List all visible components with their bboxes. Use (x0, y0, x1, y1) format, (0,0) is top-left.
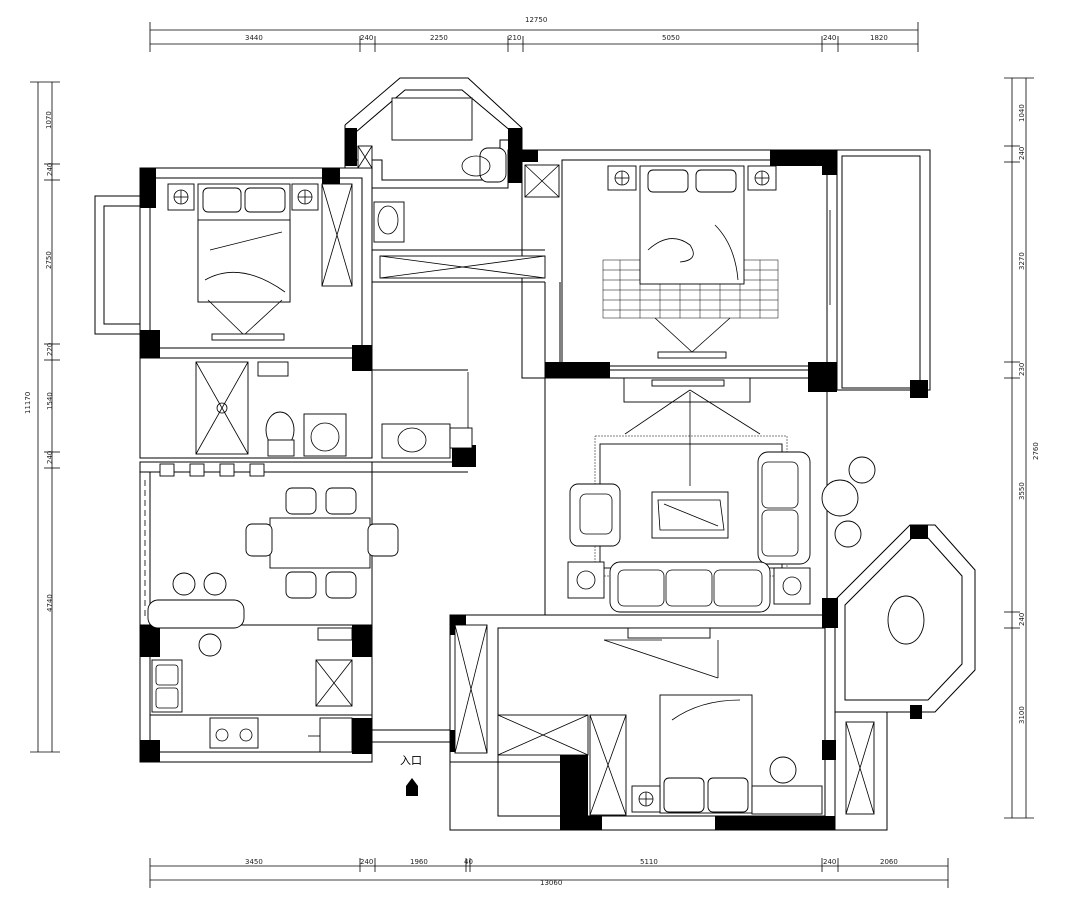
bar-counter (147, 599, 245, 629)
sofa (609, 561, 771, 613)
right-seg-6: 240 (1018, 613, 1026, 626)
bottom-total-dim: 13060 (540, 879, 562, 887)
chair (245, 523, 273, 557)
bay-area (887, 595, 925, 645)
bottom-seg-3: 1960 (410, 858, 428, 866)
bottom-seg-6: 240 (823, 858, 836, 866)
dining-table (269, 517, 371, 569)
bottom-bedroom (454, 624, 875, 816)
right-seg-1: 1040 (1018, 104, 1026, 122)
chair (285, 571, 317, 599)
master-bedroom (602, 165, 831, 359)
bottom-seg-7: 2060 (880, 858, 898, 866)
top-dimension-lines: 12750 3440 240 2250 210 5050 240 1820 (149, 16, 919, 52)
washing-machine-icon (303, 413, 347, 457)
chair (834, 520, 862, 548)
top-seg-1: 3440 (245, 34, 263, 42)
bottom-dimension-lines: 3450 240 1960 40 5110 240 2060 13060 (149, 858, 949, 888)
tv-icon (211, 333, 285, 341)
left-seg-6: 240 (46, 451, 54, 464)
kitchen (151, 627, 353, 753)
entrance-label: 入口 (400, 754, 422, 767)
wall-columns (140, 128, 928, 830)
bathtub (391, 97, 473, 141)
bottom-seg-1: 3450 (245, 858, 263, 866)
toilet-icon (479, 147, 507, 183)
right-seg-3: 3270 (1018, 252, 1026, 270)
entrance-arrow-icon (406, 778, 418, 796)
top-seg-4: 210 (508, 34, 521, 42)
left-seg-3: 2750 (45, 251, 53, 269)
top-bathroom (357, 97, 560, 279)
bottom-seg-4: 40 (464, 858, 473, 866)
left-seg-7: 4740 (46, 594, 54, 612)
left-seg-4: 220 (46, 343, 54, 356)
left-total-dim: 11170 (24, 392, 32, 414)
round-table (821, 479, 859, 517)
right-total-dim: 2760 (1032, 442, 1040, 460)
bay-table (887, 595, 925, 645)
left-seg-2: 240 (46, 163, 54, 176)
dining-area (144, 463, 399, 657)
top-total-dim: 12750 (525, 16, 547, 24)
chair (848, 456, 876, 484)
chair (285, 487, 317, 515)
top-seg-6: 240 (823, 34, 836, 42)
left-seg-1: 1070 (45, 111, 53, 129)
right-seg-4: 230 (1018, 363, 1026, 376)
armchair (569, 483, 621, 547)
tv-icon (651, 379, 725, 387)
chair (769, 756, 797, 784)
chair (325, 571, 357, 599)
stool (172, 572, 196, 596)
right-seg-7: 3100 (1018, 706, 1026, 724)
kitchen-sink-icon (151, 659, 183, 713)
right-seg-5: 3550 (1018, 482, 1026, 500)
top-seg-7: 1820 (870, 34, 888, 42)
nightstand-icon (631, 785, 661, 813)
bottom-seg-2: 240 (360, 858, 373, 866)
right-seg-2: 240 (1018, 147, 1026, 160)
top-seg-2: 240 (360, 34, 373, 42)
chair (367, 523, 399, 557)
bottom-seg-5: 5110 (640, 858, 658, 866)
middle-bathroom (195, 361, 473, 459)
right-dimension-lines: 2760 1040 240 3270 230 3550 240 3100 (1004, 77, 1040, 819)
sink-icon (381, 423, 451, 459)
top-seg-3: 2250 (430, 34, 448, 42)
sink-icon (373, 201, 405, 243)
side-table-icon (567, 561, 605, 599)
living-room (567, 377, 876, 613)
entrance: 入口 (400, 754, 422, 796)
chair (325, 487, 357, 515)
desk (751, 785, 823, 815)
stove-icon (209, 717, 259, 749)
stool (198, 633, 222, 657)
left-dimension-lines: 11170 1070 240 2750 220 1540 240 4740 (24, 81, 60, 753)
left-seg-5: 1540 (46, 392, 54, 410)
stool (203, 572, 227, 596)
top-seg-5: 5050 (662, 34, 680, 42)
left-bedroom (167, 183, 353, 341)
tv-icon (657, 351, 727, 359)
side-table-icon (773, 567, 811, 605)
